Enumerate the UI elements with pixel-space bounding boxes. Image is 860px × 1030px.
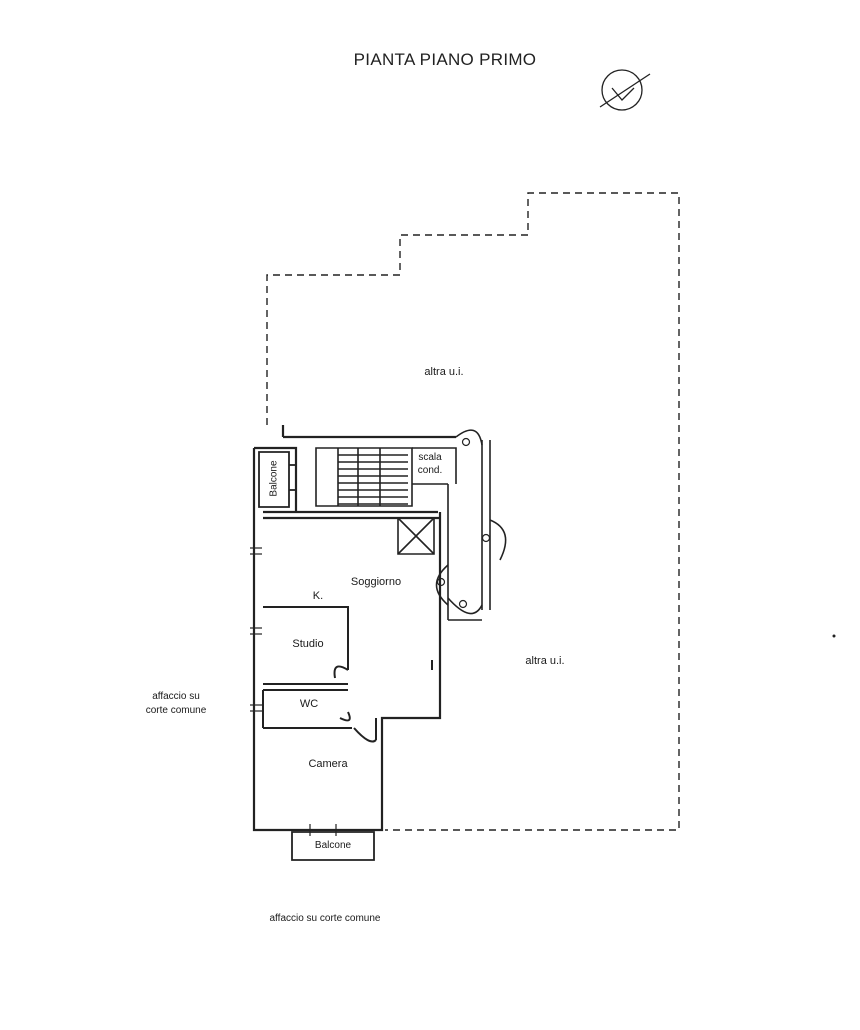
internal-partitions bbox=[263, 607, 432, 742]
label-scala: scala bbox=[418, 452, 442, 463]
plan-title: PIANTA PIANO PRIMO bbox=[353, 50, 537, 69]
label-altra-ui-top: altra u.i. bbox=[424, 366, 464, 378]
bottom-balcony-outline bbox=[292, 832, 374, 860]
door-knob-icons bbox=[438, 439, 490, 608]
margin-dot bbox=[832, 634, 836, 638]
label-balcone-side: Balcone bbox=[268, 460, 280, 497]
label-soggiorno: Soggiorno bbox=[350, 576, 402, 588]
stair-block bbox=[316, 448, 456, 506]
window-marks bbox=[250, 548, 336, 836]
label-altra-ui-right: altra u.i. bbox=[525, 655, 565, 667]
note-affaccio-left-line2: corte comune bbox=[145, 704, 207, 716]
unit-outer-walls bbox=[254, 425, 456, 830]
side-balcony-outline bbox=[259, 452, 295, 507]
elevator-shaft bbox=[398, 518, 434, 554]
label-studio: Studio bbox=[292, 638, 324, 650]
neighbour-boundary-dashed bbox=[267, 193, 679, 830]
label-scala-cond: cond. bbox=[417, 465, 443, 476]
label-camera: Camera bbox=[308, 758, 348, 770]
note-affaccio-left: affaccio su corte comune bbox=[126, 690, 226, 717]
label-balcone-bottom: Balcone bbox=[314, 840, 352, 851]
label-wc: WC bbox=[299, 698, 319, 710]
note-affaccio-left-line1: affaccio su bbox=[152, 691, 200, 702]
north-arrow-icon bbox=[600, 70, 650, 110]
label-kitchen: K. bbox=[312, 590, 324, 602]
note-affaccio-bottom: affaccio su corte comune bbox=[269, 913, 381, 924]
common-corridor bbox=[437, 430, 506, 620]
